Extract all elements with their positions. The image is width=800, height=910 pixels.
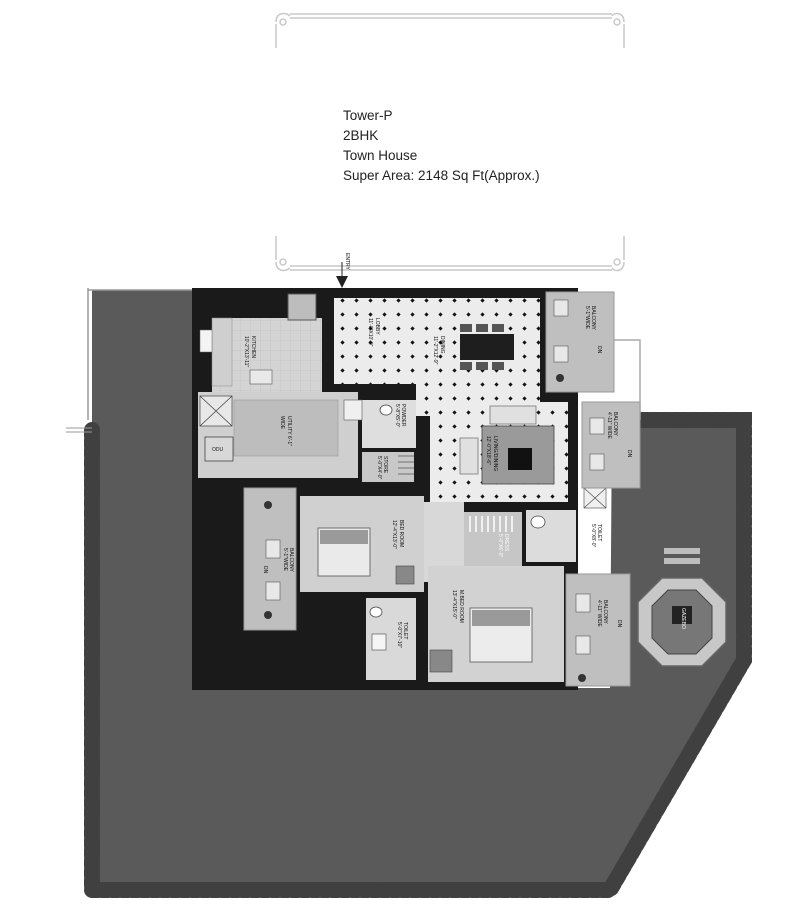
label-living-size: 12'-0"X18'-6" [485, 436, 491, 465]
balcony-bottom-right [565, 573, 631, 687]
label-dining-size: 11'-2"X12'-9" [432, 336, 438, 365]
label-balcony-bottom-width: 4'-11" WIDE [596, 600, 602, 627]
label-dining: DINING [439, 336, 445, 354]
label-balcony-left: BALCONY [288, 548, 294, 573]
label-balcony-bottom: BALCONY [602, 600, 608, 625]
unit-info: Tower-P 2BHK Town House Super Area: 2148… [343, 106, 540, 186]
label-toilet-2: TOILET [596, 524, 602, 541]
label-living: LIVING/DINING [492, 436, 498, 471]
dining-table [460, 324, 514, 370]
label-master-bedroom: M.BED ROOM [458, 590, 464, 623]
label-dn-left: DN [262, 566, 268, 574]
label-powder: POWDER [400, 404, 406, 427]
balcony-top [545, 291, 615, 393]
decorative-frame [275, 12, 625, 272]
site-boundary [87, 288, 196, 420]
label-toilet-1-size: 5'-0"X7'-10" [396, 622, 402, 648]
label-toilet-2-size: 5'-0"X8'-0" [590, 524, 596, 547]
tower-name: Tower-P [343, 108, 393, 123]
entry-marker [336, 262, 348, 288]
label-store: STORE [382, 456, 388, 474]
store-room [362, 452, 414, 482]
label-powder-size: 5'-8"X5'-0" [394, 404, 400, 427]
label-dress: DRESS [503, 534, 509, 552]
label-kitchen-size: 10'-2"X13'-11" [243, 336, 249, 367]
unit-type: 2BHK [343, 128, 379, 143]
label-dn-top: DN [596, 346, 602, 354]
kitchen [199, 293, 322, 394]
living-sofa-set [459, 405, 555, 485]
balcony-left [243, 487, 297, 631]
label-toilet-1: TOILET [402, 622, 408, 639]
master-bedroom [428, 566, 564, 682]
bedroom [300, 496, 424, 592]
label-bedroom: BED ROOM [398, 520, 404, 547]
label-kitchen: KITCHEN [250, 336, 256, 358]
dress-room [464, 512, 522, 566]
label-dress-size: 5'-0"X6'-0" [497, 534, 503, 557]
room-labels: KITCHEN 10'-2"X13'-11" UTILITY 6'-1" WID… [212, 306, 686, 648]
label-dn-bottom: DN [616, 620, 622, 628]
label-lobby: LOBBY [374, 318, 380, 335]
label-balcony-right-width: 4'-11" WIDE [606, 412, 612, 439]
label-balcony-right: BALCONY [612, 412, 618, 437]
label-bedroom-size: 12'-4"X13'-0" [391, 520, 397, 549]
label-lobby-size: 11'-0"X10'-0" [367, 318, 373, 347]
garden-lawn [92, 290, 744, 890]
label-master-bedroom-size: 13'-4"X15'-0" [451, 590, 457, 619]
label-dn-right: DN [626, 450, 632, 458]
label-utility-width: WIDE [279, 416, 285, 430]
label-odu: ODU [212, 447, 224, 453]
hedge [84, 412, 752, 898]
super-area: Super Area: 2148 Sq Ft(Approx.) [343, 168, 540, 183]
label-balcony-left-width: 5'-1"WIDE [282, 548, 288, 572]
utility-area [198, 392, 358, 478]
label-balcony-top-width: 5'-1"WIDE [584, 306, 590, 330]
label-utility: UTILITY 6'-1" [286, 416, 292, 446]
entry-label: ENTRY [344, 253, 350, 271]
label-balcony-top: BALCONY [590, 306, 596, 331]
balcony-right [581, 401, 641, 489]
label-store-size: 5'-0"X4'-0" [376, 456, 382, 479]
gazebo [637, 548, 727, 667]
label-gazebo: GAZEBO [680, 608, 686, 629]
unit-category: Town House [343, 148, 418, 163]
